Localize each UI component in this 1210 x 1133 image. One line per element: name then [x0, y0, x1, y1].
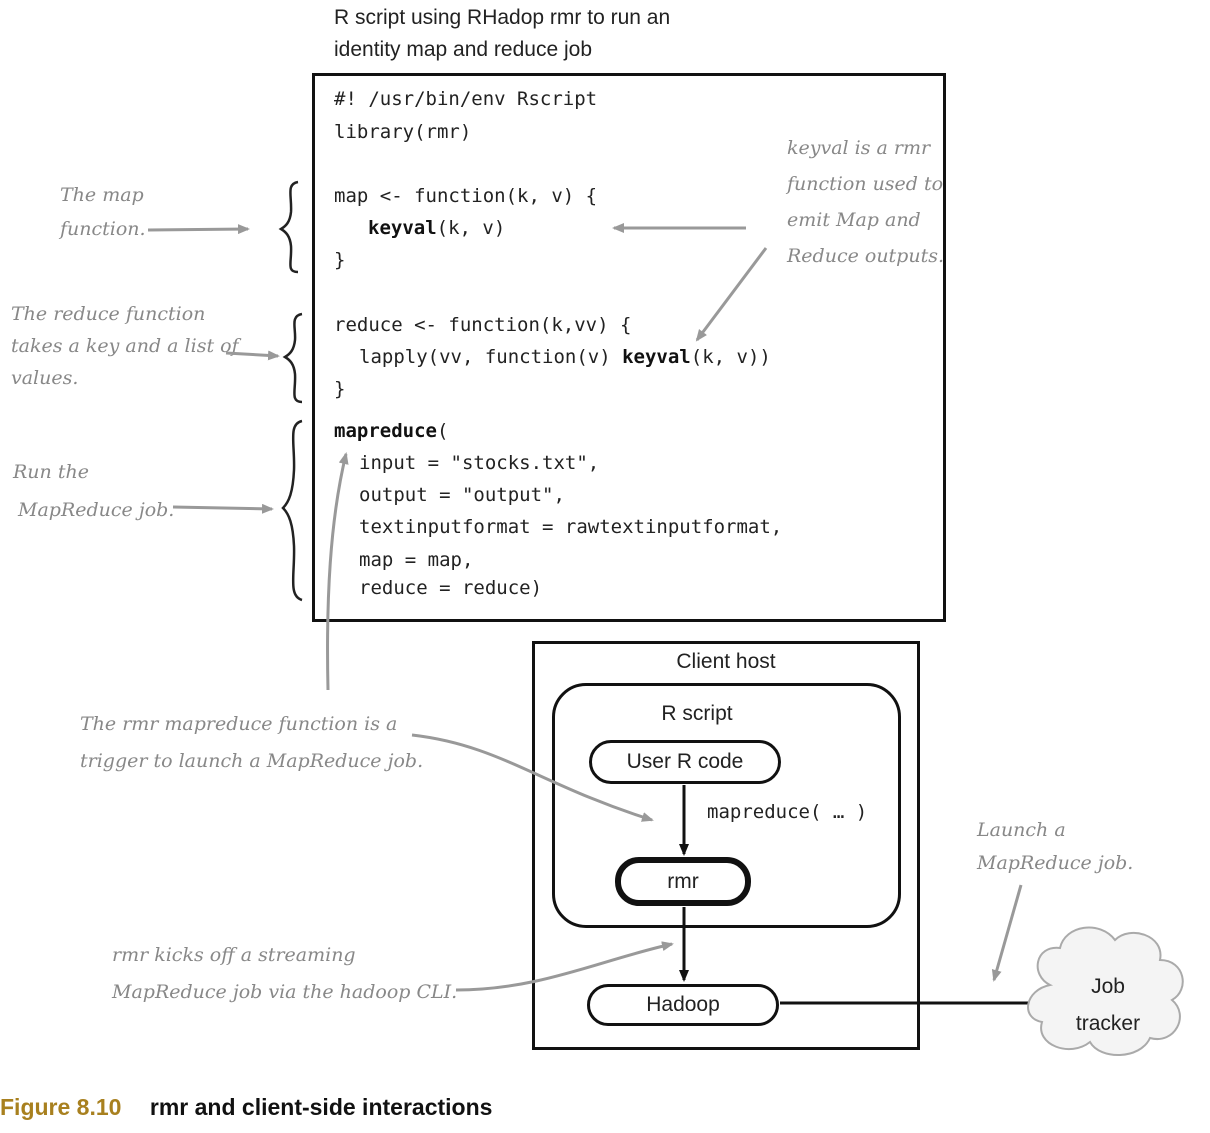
job-tracker-line2: tracker	[1075, 1012, 1141, 1035]
note-kickoff-line1: rmr kicks off a streaming	[112, 944, 356, 966]
keyval-keyword: keyval	[368, 217, 437, 239]
r-script-box	[552, 683, 901, 928]
rmr-node: rmr	[615, 857, 751, 906]
note-map-line1: The map	[60, 184, 144, 206]
hadoop-node: Hadoop	[587, 984, 779, 1026]
code-title-line1: R script using RHadop rmr to run an	[334, 6, 671, 29]
client-host-box	[532, 641, 920, 1050]
code-mapreduce-call: mapreduce(	[334, 420, 448, 442]
code-mr-input: input = "stocks.txt",	[359, 452, 600, 474]
launch-arrow	[991, 884, 1023, 982]
mapreduce-call-label: mapreduce( … )	[707, 801, 868, 823]
job-tracker-cloud	[1027, 926, 1184, 1056]
r-script-label: R script	[661, 702, 733, 725]
code-mr-map: map = map,	[359, 549, 474, 571]
keyval-keyword-reduce: keyval	[622, 346, 691, 368]
note-run-line1: Run the	[13, 461, 89, 483]
note-keyval-line3: emit Map and	[787, 209, 921, 231]
code-map-line2-args: (k, v)	[436, 217, 506, 239]
user-r-code-node: User R code	[589, 740, 781, 784]
code-map-line2: keyval(k, v)	[368, 217, 505, 239]
code-reduce-line3: }	[334, 378, 346, 400]
note-keyval-line1: keyval is a rmr	[787, 137, 931, 159]
note-trigger-line2: trigger to launch a MapReduce job.	[80, 750, 424, 772]
code-map-line1: map <- function(k, v) {	[334, 185, 598, 207]
mapreduce-keyword: mapreduce	[334, 420, 437, 442]
job-tracker-line1: Job	[1091, 975, 1125, 998]
code-map-line3: }	[334, 249, 346, 271]
client-host-label: Client host	[676, 650, 776, 673]
job-tracker-label: Job tracker	[1048, 968, 1168, 1042]
figure-title: rmr and client-side interactions	[149, 1094, 493, 1120]
code-mr-format: textinputformat = rawtextinputformat,	[359, 516, 783, 538]
map-note-arrow	[147, 224, 250, 235]
code-mapreduce-open: (	[436, 420, 449, 442]
note-run-line2: MapReduce job.	[18, 499, 175, 521]
code-mr-output: output = "output",	[359, 484, 565, 506]
code-reduce-line2: lapply(vv, function(v) keyval(k, v))	[359, 346, 771, 368]
code-title: R script using RHadop rmr to run an iden…	[334, 2, 670, 66]
note-keyval: keyval is a rmr function used to emit Ma…	[787, 130, 944, 274]
trigger-arrow-code	[326, 452, 349, 691]
reduce-brace	[282, 312, 303, 404]
run-note-arrow	[172, 503, 274, 514]
note-launch-line1: Launch a	[977, 819, 1066, 841]
code-title-line2: identity map and reduce job	[334, 38, 592, 61]
keyval-arrow-reduce	[695, 247, 768, 342]
code-reduce-line2-pre: lapply(vv, function(v)	[359, 346, 623, 368]
note-kickoff-line2: MapReduce job via the hadoop CLI.	[112, 981, 458, 1003]
note-reduce-line2: takes a key and a list of	[11, 335, 239, 357]
note-run-job: Run the MapReduce job.	[13, 453, 174, 529]
figure-number: Figure 8.10	[0, 1094, 122, 1120]
rmr-label: rmr	[667, 869, 699, 893]
note-trigger-line1: The rmr mapreduce function is a	[80, 713, 398, 735]
note-map-function: The map function.	[60, 178, 146, 246]
note-trigger: The rmr mapreduce function is a trigger …	[80, 706, 423, 780]
trigger-arrow-diagram	[411, 733, 654, 822]
note-reduce-function: The reduce function takes a key and a li…	[11, 298, 239, 394]
code-reduce-line2-args: (k, v))	[690, 346, 771, 368]
reduce-note-arrow	[225, 350, 280, 361]
map-brace	[278, 180, 299, 274]
code-reduce-line1: reduce <- function(k,vv) {	[334, 314, 632, 336]
note-map-line2: function.	[60, 218, 146, 240]
code-mr-reduce: reduce = reduce)	[359, 577, 543, 599]
code-line-library: library(rmr)	[334, 121, 472, 143]
mapreduce-brace	[281, 419, 303, 602]
code-line-shebang: #! /usr/bin/env Rscript	[334, 88, 598, 110]
figure-caption: Figure 8.10 rmr and client-side interact…	[0, 1094, 492, 1121]
note-reduce-line3: values.	[11, 367, 79, 389]
kickoff-arrow	[455, 941, 674, 992]
note-keyval-line2: function used to	[787, 173, 944, 195]
hadoop-label: Hadoop	[646, 993, 720, 1016]
note-kickoff: rmr kicks off a streaming MapReduce job …	[112, 937, 457, 1011]
note-launch: Launch a MapReduce job.	[977, 814, 1133, 880]
note-keyval-line4: Reduce outputs.	[787, 245, 945, 267]
note-launch-line2: MapReduce job.	[977, 852, 1134, 874]
code-box	[312, 73, 946, 622]
note-reduce-line1: The reduce function	[11, 303, 206, 325]
user-r-code-label: User R code	[626, 750, 744, 773]
